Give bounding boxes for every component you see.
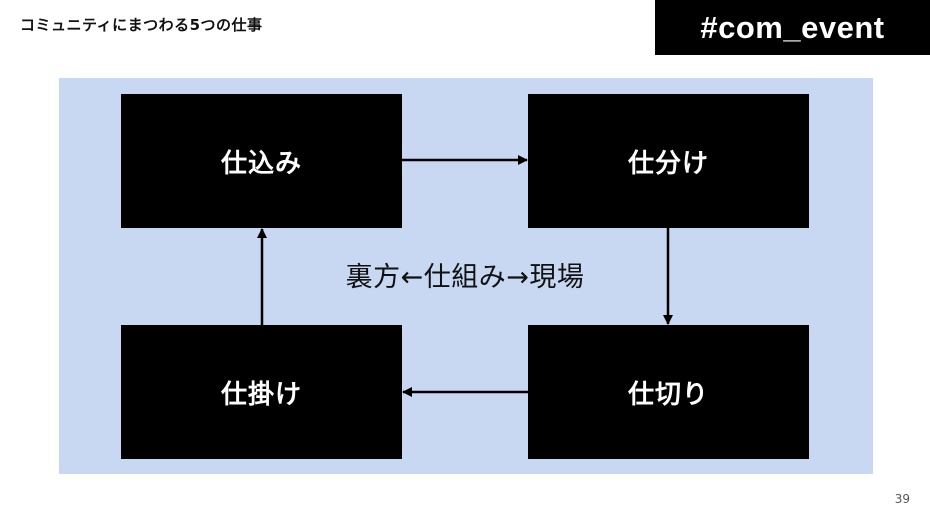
page-number: 39: [894, 492, 910, 506]
step-box-shiwake: 仕分け: [528, 94, 809, 228]
center-label: 裏方←仕組み→現場: [345, 262, 585, 293]
step-label-shikomi: 仕込み: [220, 148, 302, 179]
step-box-shikiri: 仕切り: [528, 325, 809, 459]
hashtag-banner: #com_event: [655, 0, 930, 55]
step-box-shikake: 仕掛け: [121, 325, 402, 459]
step-label-shikake: 仕掛け: [220, 379, 302, 410]
step-label-shikiri: 仕切り: [627, 379, 709, 410]
step-label-shiwake: 仕分け: [627, 148, 709, 179]
step-box-shikomi: 仕込み: [121, 94, 402, 228]
slide-title: コミュニティにまつわる5つの仕事: [20, 16, 263, 34]
